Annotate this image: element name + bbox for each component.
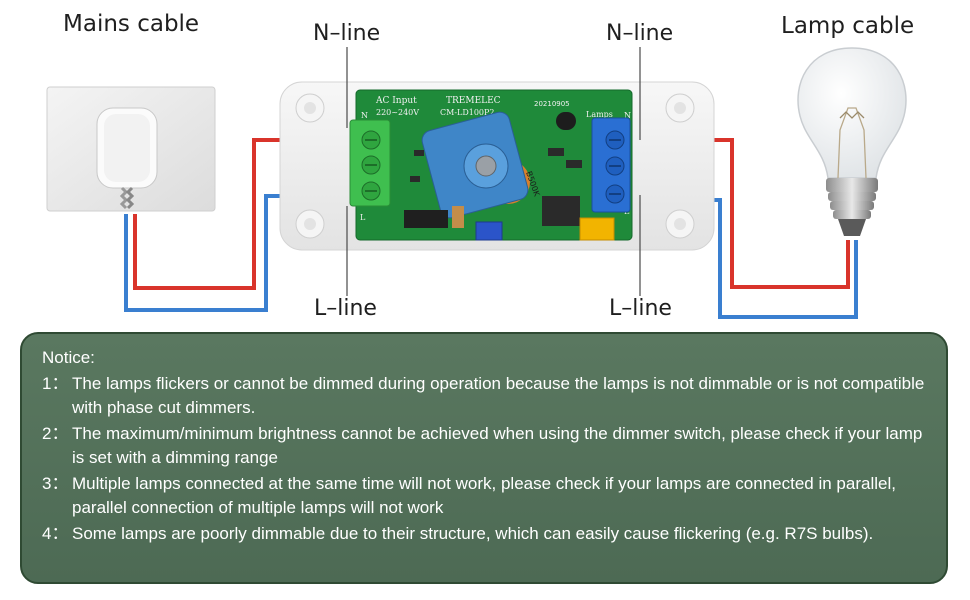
notice-title: Notice: [42,348,95,367]
n-line-label-right: N–line [606,21,674,46]
notice-item-number: 4： [42,524,69,543]
notice-item-text: Some lamps are poorly dimmable due to th… [72,524,874,543]
pointer-lines [346,47,641,296]
pcb-l-left: L [360,213,366,222]
pcb-voltage: 220~240V [376,108,419,117]
l-line-label-left: L–line [314,296,377,321]
notice-item: 4： Some lamps are poorly dimmable due to… [42,522,926,546]
light-bulb-icon [797,47,907,236]
l-line-label-right: L–line [609,296,672,321]
pcb-date: 20210905 [534,100,570,108]
notice-item-number: 3： [42,474,69,493]
notice-item: 2： The maximum/minimum brightness cannot… [42,422,926,470]
notice-item: 3： Multiple lamps connected at the same … [42,472,926,520]
notice-item: 1： The lamps flickers or cannot be dimme… [42,372,926,420]
wiring-diagram: AC Input 220~240V TREMELEC CM-LD100P2 20… [46,47,907,319]
notice-panel: Notice: 1： The lamps flickers or cannot … [20,332,948,584]
dimmer-module: AC Input 220~240V TREMELEC CM-LD100P2 20… [279,81,715,251]
notice-item-text: The lamps flickers or cannot be dimmed d… [72,374,925,417]
pcb-brand: TREMELEC [446,96,501,106]
notice-item-number: 2： [42,424,69,443]
pcb-model: CM-LD100P2 [440,108,494,117]
wall-socket-icon [46,86,216,212]
mains-cable-label: Mains cable [63,11,200,37]
notice-item-text: Multiple lamps connected at the same tim… [72,474,896,517]
n-line-label-left: N–line [313,21,381,46]
notice-item-number: 1： [42,374,69,393]
pcb-n-left: N [361,111,368,120]
lamp-cable-label: Lamp cable [781,13,915,39]
notice-item-text: The maximum/minimum brightness cannot be… [72,424,923,467]
pcb-ac-input: AC Input [375,96,417,106]
pcb-lamps: Lamps [586,110,613,119]
pcb-n-right: N [624,111,631,120]
